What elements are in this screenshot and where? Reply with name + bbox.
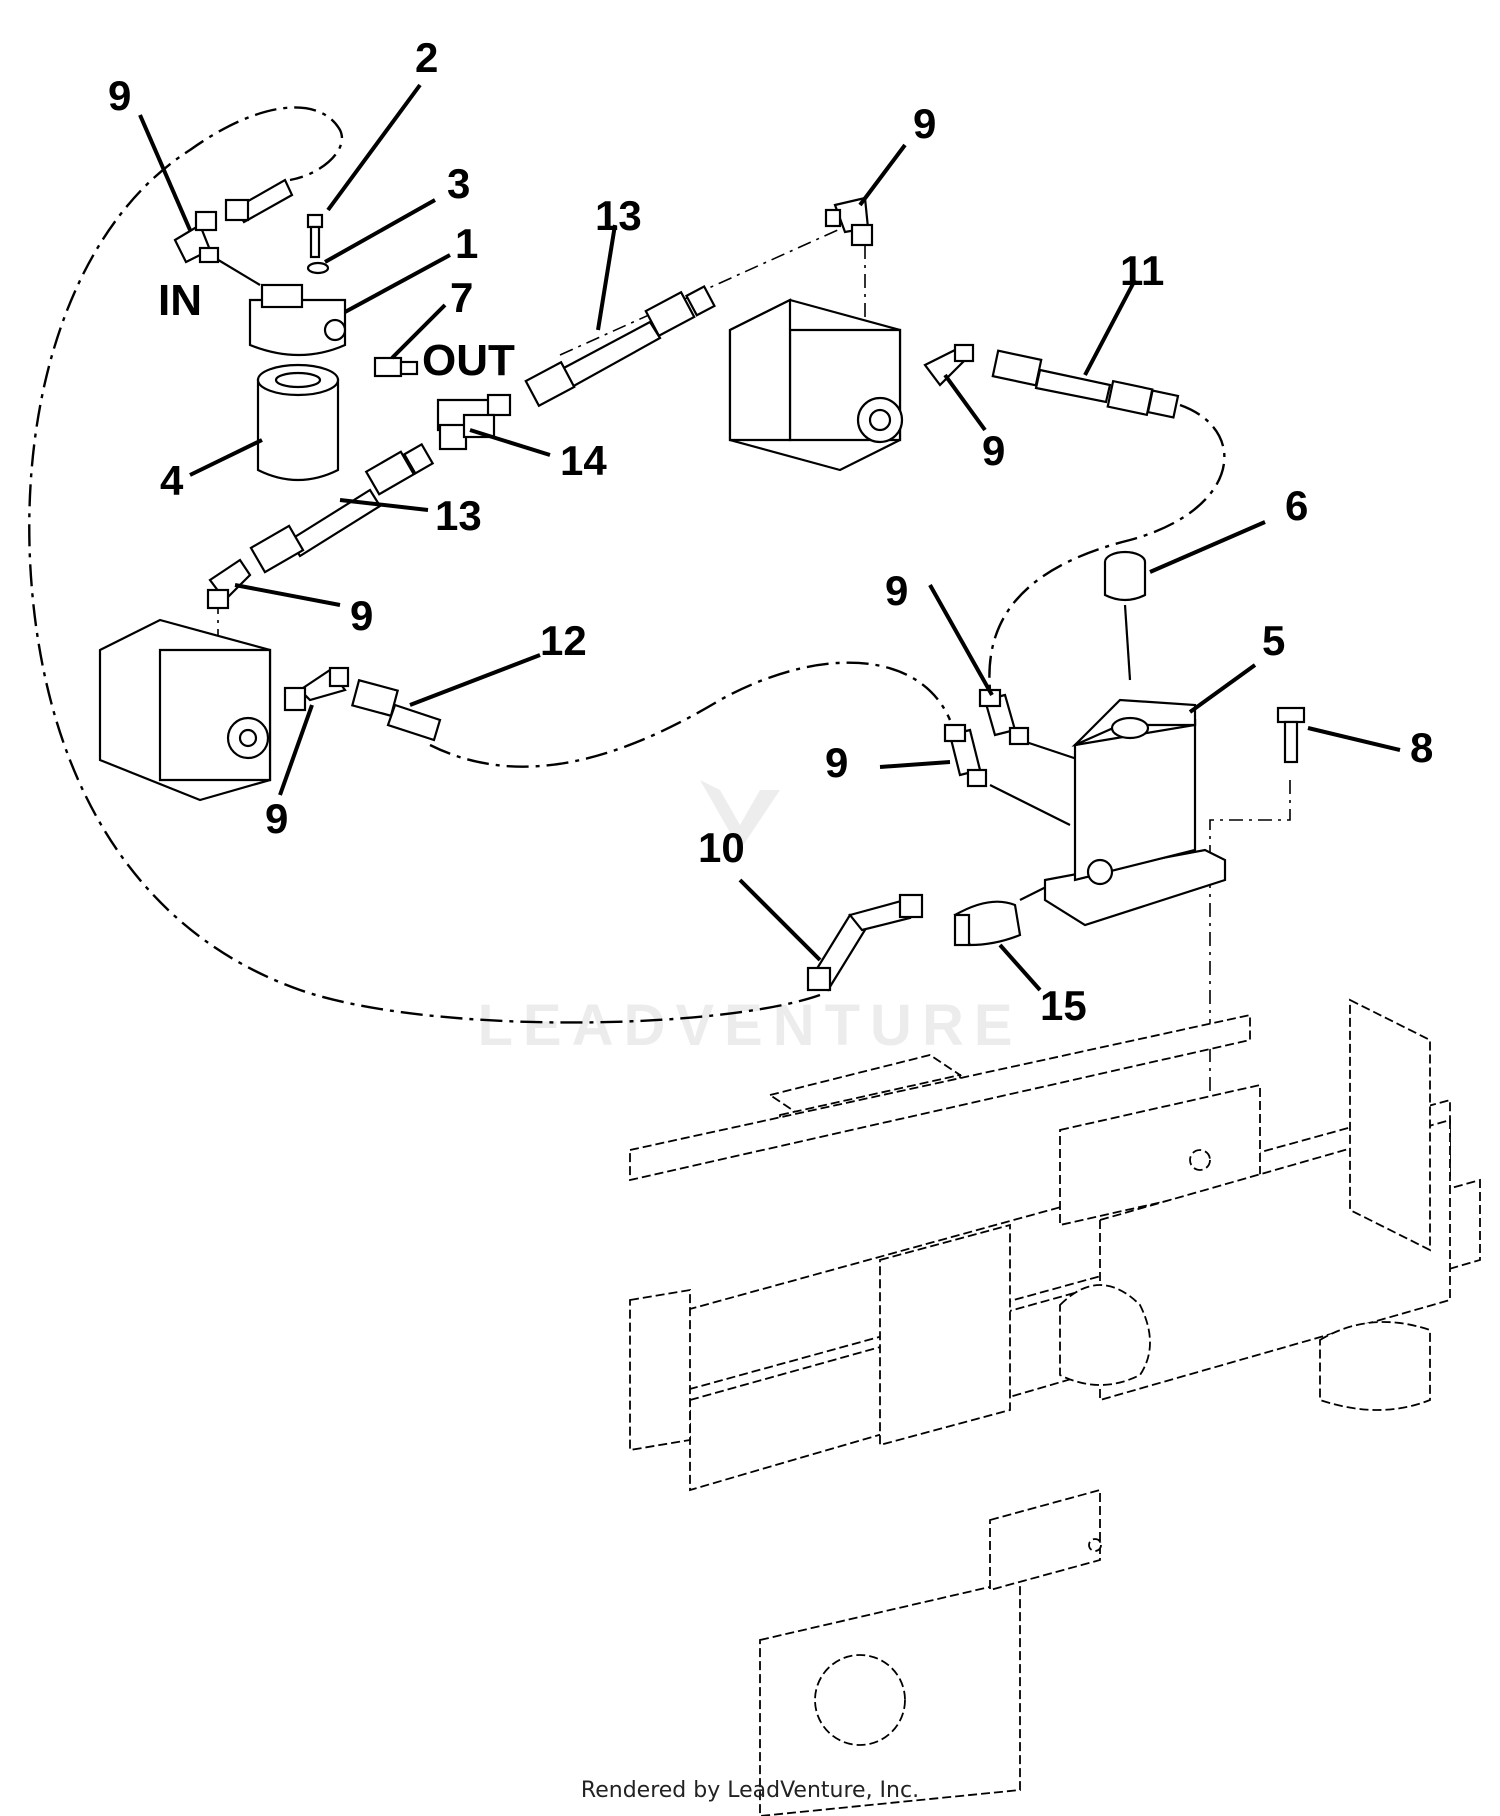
leadventure-watermark: LEADVENTURE — [477, 780, 1022, 1058]
callout-11-lower: 12 — [540, 617, 587, 664]
callout-11-upper: 11 — [1120, 247, 1164, 294]
leader-6 — [1149, 520, 1266, 574]
leader-9-upper-right — [943, 373, 987, 432]
callout-9-upper-right: 9 — [982, 427, 1005, 474]
leader-13-lower — [339, 498, 429, 512]
render-credit: Rendered by LeadVenture, Inc. — [580, 1778, 920, 1803]
adapter-7 — [373, 356, 419, 378]
leader-9-top — [858, 143, 907, 207]
hose-10 — [806, 893, 924, 992]
reservoir-5 — [1043, 698, 1227, 927]
leader-4 — [189, 438, 263, 477]
callout-2: 2 — [415, 34, 438, 81]
leader-15 — [998, 943, 1042, 992]
leader-9-reservoir-lower — [879, 760, 951, 769]
callout-1: 1 — [455, 220, 478, 267]
return-hose-loop — [28, 106, 821, 1024]
callout-4: 4 — [160, 457, 184, 504]
callout-10: 10 — [698, 824, 745, 871]
elbow-9-top — [824, 196, 874, 247]
elbow-9-lower-left — [206, 558, 252, 610]
bolt-alignment-line — [1209, 780, 1291, 1250]
watermark-text: LEADVENTURE — [477, 993, 1022, 1058]
leader-12 — [138, 114, 192, 231]
leader-14 — [469, 428, 551, 457]
flow-label-in: IN — [158, 276, 202, 325]
pump-lower — [98, 618, 272, 802]
callout-9-top: 9 — [913, 100, 936, 147]
callout-9-lower: 9 — [265, 795, 288, 842]
callout-14: 14 — [560, 437, 607, 484]
leader-2 — [326, 83, 422, 212]
callout-13-lower: 13 — [435, 492, 482, 539]
leader-9-lower — [278, 704, 314, 796]
hose-line-11-upper — [988, 403, 1226, 691]
pump-upper — [728, 298, 904, 472]
oil-filter — [256, 363, 340, 482]
hose-13-upper — [524, 284, 716, 408]
hose-11-lower — [350, 678, 442, 742]
callout-15: 15 — [1040, 982, 1087, 1029]
dipstick-cap-6 — [1103, 550, 1147, 681]
leader-9-reservoir-upper — [928, 584, 994, 696]
leader-5 — [1188, 663, 1257, 714]
callout-3: 3 — [447, 160, 470, 207]
elbow-9-upper-right — [923, 343, 975, 387]
leader-9-lower-left — [234, 583, 341, 607]
leader-13-upper — [596, 224, 617, 331]
reservoir-feed-line — [1019, 738, 1081, 762]
hose-13-lower — [249, 442, 435, 574]
leader-10 — [738, 878, 822, 962]
washer-3 — [306, 261, 330, 275]
callout-9-reservoir-lower: 9 — [825, 739, 848, 786]
callout-5: 5 — [1262, 617, 1285, 664]
callout-7: 7 — [450, 274, 473, 321]
filter-head — [248, 283, 347, 357]
elbow-12 — [173, 210, 220, 264]
leader-11-upper — [1083, 279, 1137, 376]
callout-8: 8 — [1410, 724, 1433, 771]
leader-3 — [324, 198, 436, 264]
outlet-fitting-15 — [953, 900, 1022, 947]
elbow-9-reservoir-lower — [943, 723, 988, 788]
bolt-2 — [306, 213, 324, 259]
flow-label-out: OUT — [422, 336, 515, 385]
callout-9-lower-left: 9 — [350, 592, 373, 639]
leader-11-lower — [409, 653, 541, 707]
hose-end-upper — [224, 178, 294, 224]
callout-13-upper: 13 — [595, 192, 642, 239]
leader-7 — [390, 303, 447, 360]
reservoir-feed-line-2 — [989, 784, 1071, 826]
tractor-frame — [629, 998, 1481, 1816]
bolt-8 — [1276, 706, 1306, 764]
hose-line-11-lower — [429, 661, 952, 768]
leader-8 — [1307, 726, 1401, 752]
hose-line-13-upper — [559, 219, 861, 356]
callout-9-reservoir-upper: 9 — [885, 567, 908, 614]
elbow-9-lower — [283, 666, 350, 712]
callout-12: 9 — [108, 72, 131, 119]
elbow-9-reservoir-upper — [978, 688, 1030, 746]
callout-6: 6 — [1285, 482, 1308, 529]
tee-fitting-14 — [436, 393, 512, 451]
hose-11-upper — [991, 349, 1180, 419]
leader-1 — [344, 253, 451, 314]
